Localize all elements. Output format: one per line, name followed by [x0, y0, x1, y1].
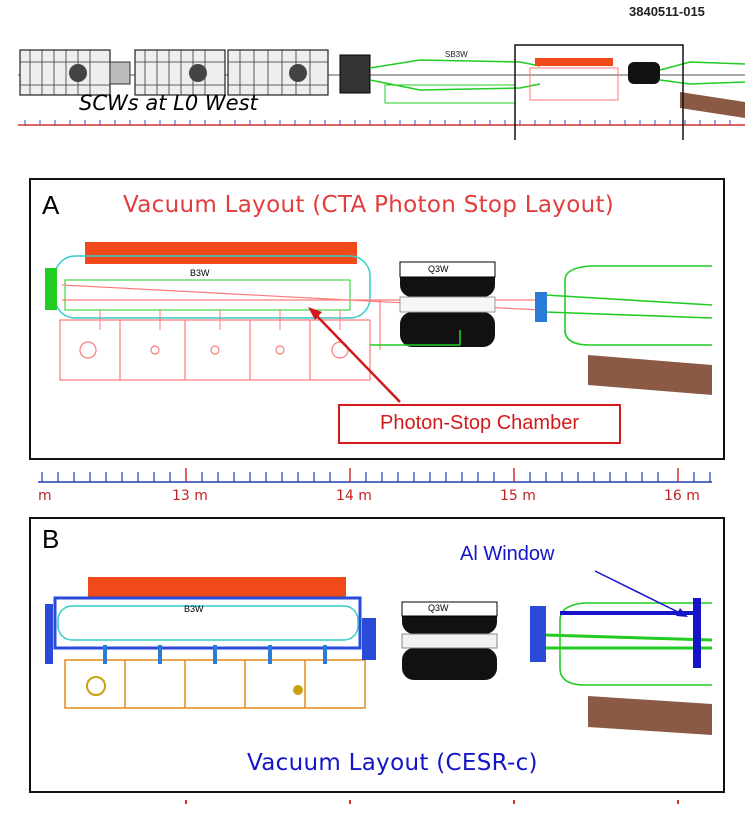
wiggler-3: [227, 49, 329, 96]
scale-unit-start: m: [38, 488, 52, 504]
overview-strip: [18, 44, 746, 140]
panel-b-bend-label: B3W: [184, 604, 204, 614]
wiggler-1: [19, 49, 111, 96]
overview-label: SCWs at L0 West: [79, 91, 258, 115]
scale-tick-15m: 15 m: [500, 488, 536, 504]
panel-b: [29, 517, 725, 793]
panel-b-title: Vacuum Layout (CESR-c): [247, 750, 538, 776]
wiggler-2: [134, 49, 226, 96]
scale-tick-14m: 14 m: [336, 488, 372, 504]
panel-b-letter: B: [42, 524, 60, 554]
overview-element-label: SB3W: [445, 50, 468, 59]
panel-a-title: Vacuum Layout (CTA Photon Stop Layout): [123, 192, 615, 218]
panel-a-letter: A: [42, 190, 60, 220]
scale-tick-16m: 16 m: [664, 488, 700, 504]
panel-a-bend-label: B3W: [190, 268, 210, 278]
photon-stop-callout: Photon-Stop Chamber: [338, 404, 621, 444]
zoom-region: [514, 44, 684, 140]
figure-id: 3840511-015: [629, 4, 705, 19]
panel-a-quad-label: Q3W: [428, 264, 449, 274]
scale-tick-13m: 13 m: [172, 488, 208, 504]
al-window-label: Al Window: [460, 543, 555, 565]
panel-b-quad-label: Q3W: [428, 603, 449, 613]
